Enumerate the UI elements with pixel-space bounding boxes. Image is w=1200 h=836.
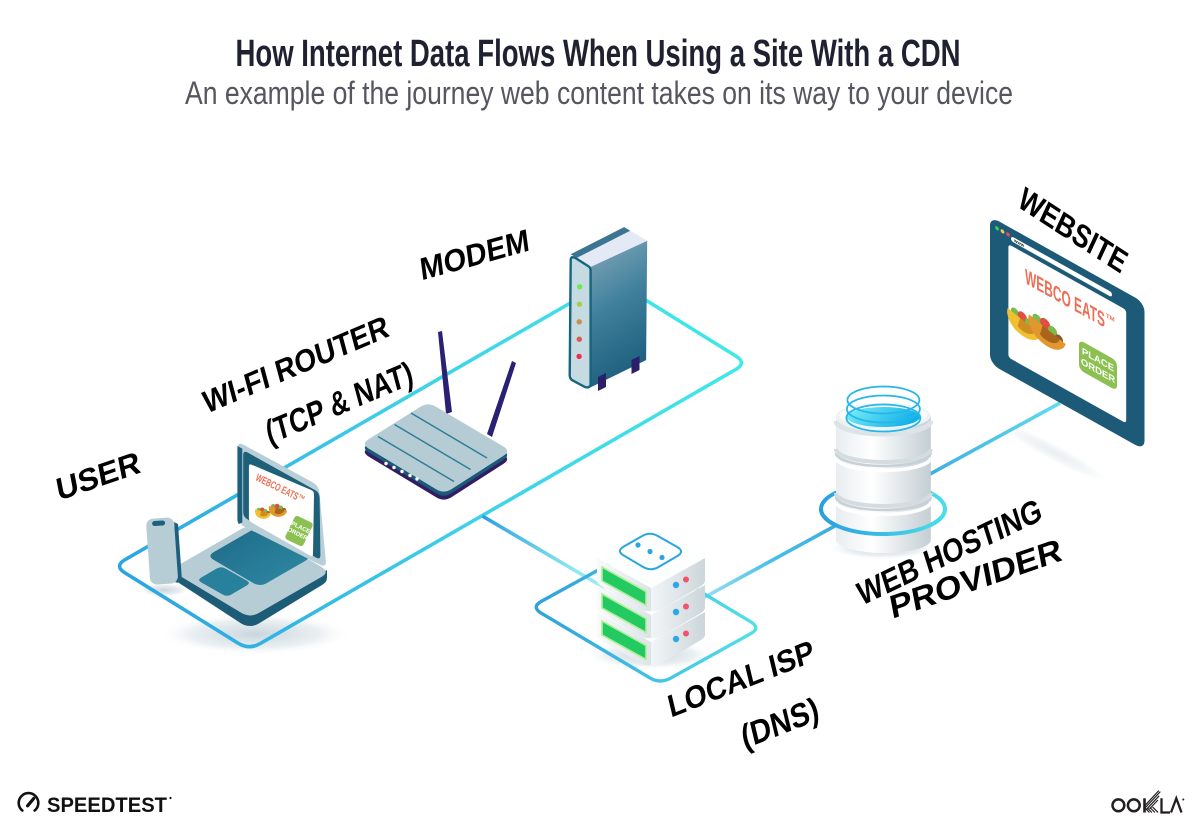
svg-text:MODEM: MODEM: [418, 222, 531, 287]
svg-text:(DNS): (DNS): [738, 691, 823, 757]
svg-text:USER: USER: [53, 445, 143, 508]
svg-text:SPEEDTEST: SPEEDTEST: [47, 794, 167, 817]
svg-text:How Internet Data Flows When U: How Internet Data Flows When Using a Sit…: [236, 33, 961, 75]
svg-text:TM: TM: [1106, 313, 1115, 324]
svg-text:WWW: WWW: [1014, 238, 1024, 249]
svg-text:An example of the journey web: An example of the journey web content ta…: [185, 75, 1013, 111]
